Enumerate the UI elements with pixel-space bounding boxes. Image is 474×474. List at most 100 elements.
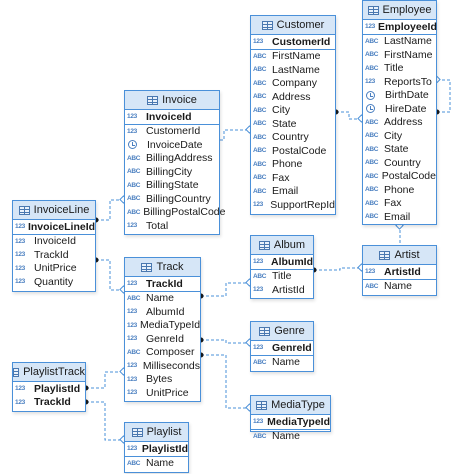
text-type-icon: ABC (253, 106, 267, 114)
text-type-icon: ABC (365, 172, 379, 180)
entity-header[interactable]: Employee (363, 1, 436, 20)
entity-header[interactable]: Artist (363, 246, 436, 265)
column-name: Name (272, 356, 301, 369)
link-track-genre (201, 339, 250, 344)
entity-header[interactable]: Genre (251, 322, 313, 341)
numeric-type-icon: 123 (15, 398, 25, 406)
text-type-icon: ABC (365, 118, 379, 126)
entity-header[interactable]: Invoice (125, 91, 219, 110)
entity-header[interactable]: Customer (251, 16, 335, 35)
table-icon (18, 205, 30, 215)
column-name: Country (384, 156, 421, 169)
column-row[interactable]: HireDate (363, 102, 436, 116)
column-row[interactable]: InvoiceDate (125, 138, 219, 152)
entity-header[interactable]: PlaylistTrack (13, 363, 85, 382)
entity-header[interactable]: MediaType (251, 396, 330, 415)
entity-header[interactable]: Track (125, 258, 200, 277)
entity-header[interactable]: Album (251, 236, 313, 255)
numeric-type-icon: 123 (15, 278, 25, 286)
entity-header[interactable]: Playlist (125, 423, 188, 442)
numeric-type-icon: 123 (127, 445, 137, 453)
column-name: Company (272, 77, 317, 90)
entity-header[interactable]: InvoiceLine (13, 201, 95, 220)
column-row[interactable]: BirthDate (363, 89, 436, 103)
column-name: Milliseconds (142, 359, 200, 372)
column-name: TrackId (146, 277, 183, 290)
